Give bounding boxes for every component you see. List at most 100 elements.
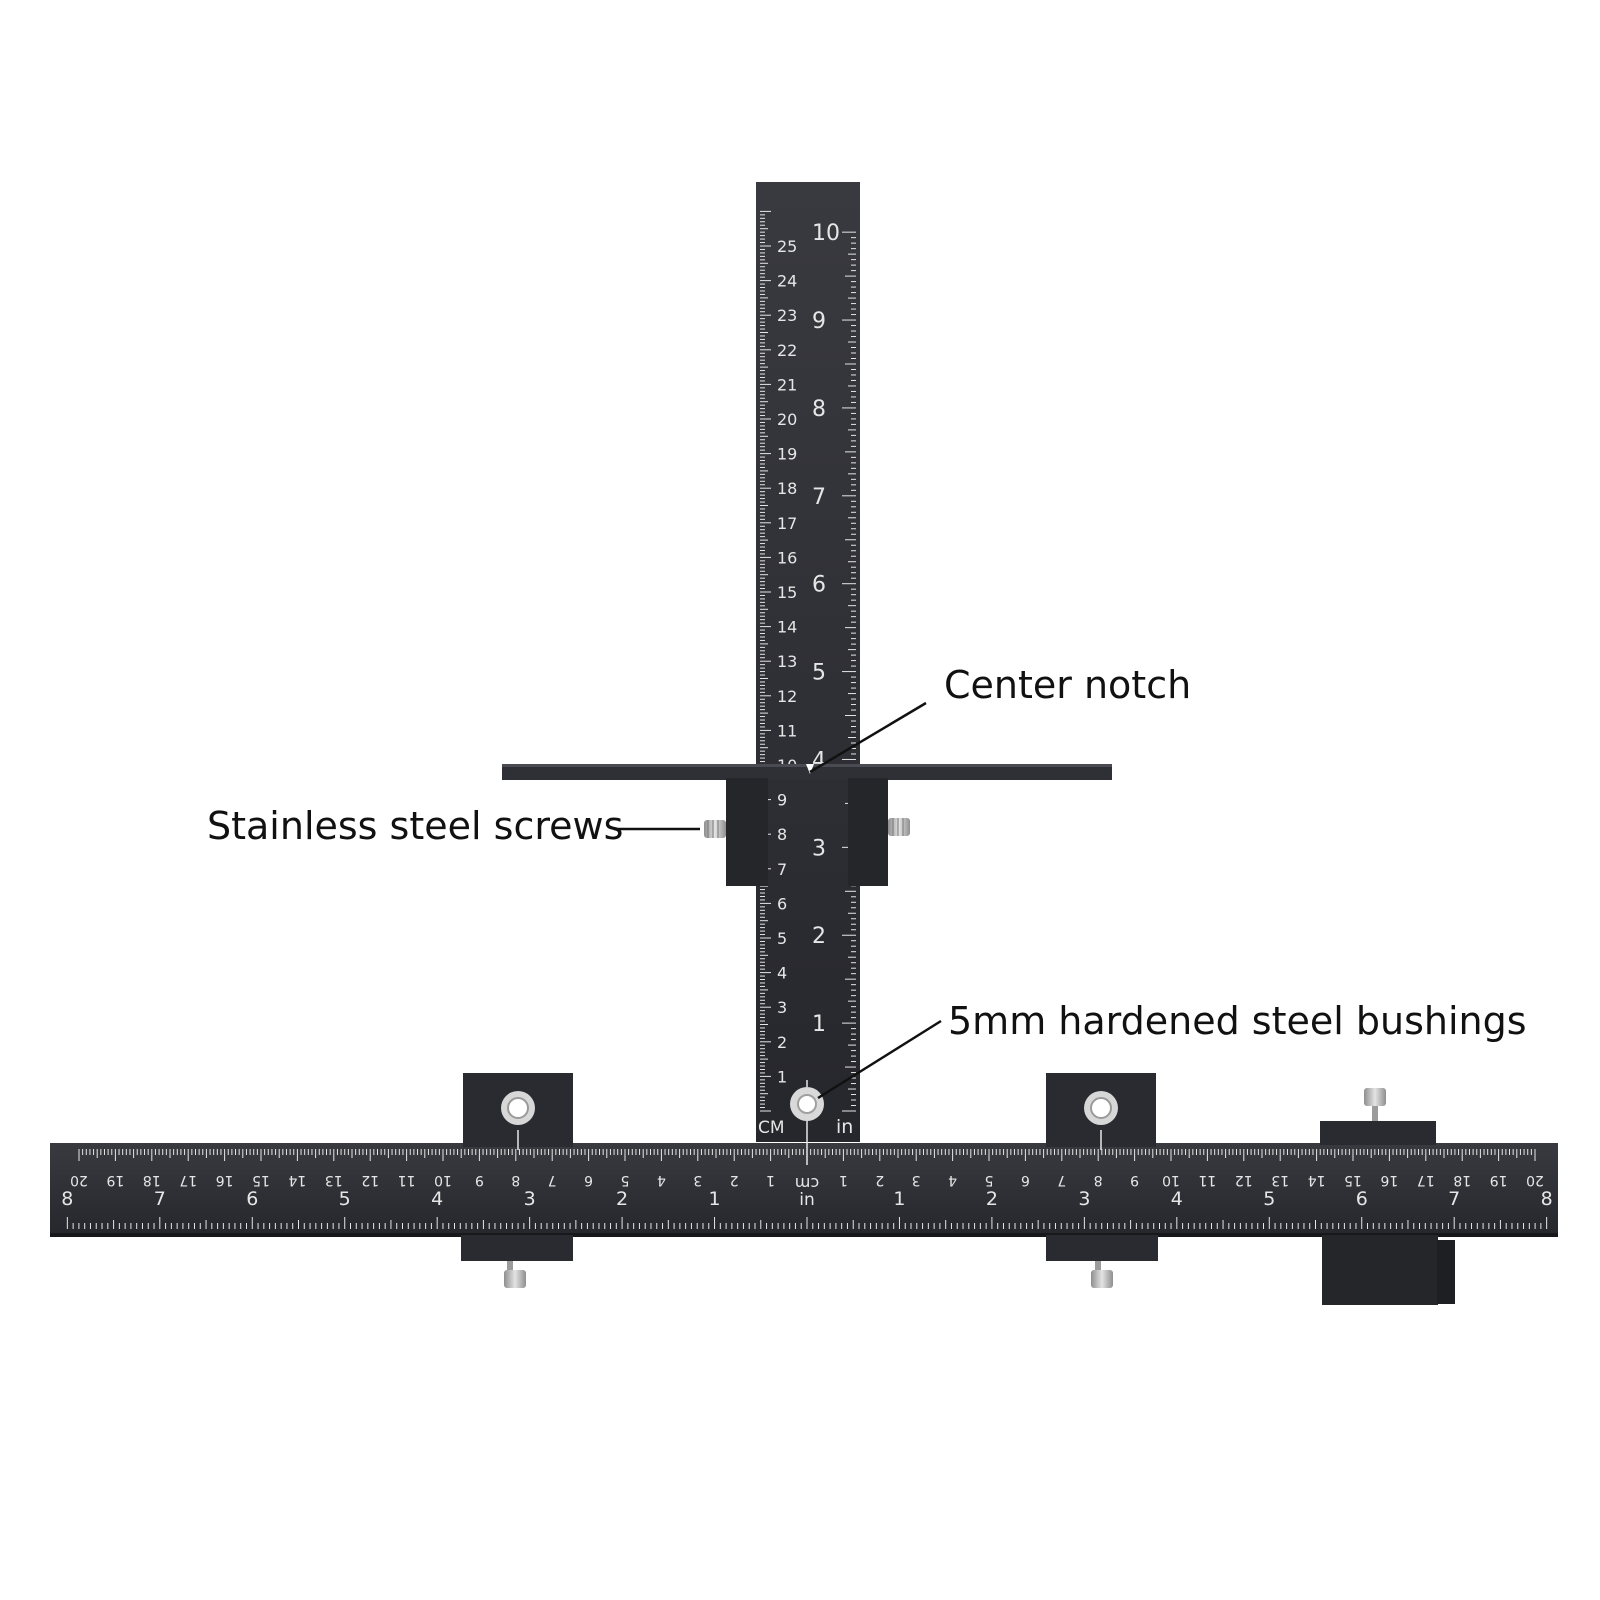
horizontal-inch-label: 1 (893, 1188, 905, 1210)
stop-block-bottom (1322, 1235, 1438, 1305)
horizontal-inch-label: 1 (708, 1188, 720, 1210)
screw-left[interactable] (704, 820, 726, 838)
screw-bottom-left[interactable] (504, 1261, 526, 1288)
horizontal-cm-label: 4 (948, 1172, 957, 1188)
vertical-cm-label: 21 (777, 375, 797, 394)
horizontal-cm-label: 5 (985, 1172, 994, 1188)
vertical-inch-unit: in (836, 1116, 853, 1138)
horizontal-cm-label: 3 (912, 1172, 921, 1188)
vertical-inch-label: 1 (812, 1012, 826, 1037)
horizontal-inch-unit: in (799, 1190, 815, 1210)
center-notch-leader (809, 701, 927, 774)
horizontal-cm-label: 6 (584, 1172, 593, 1188)
vertical-inch-label: 5 (812, 661, 826, 686)
center-crossbar (502, 764, 1112, 780)
horizontal-inch-label: 7 (154, 1188, 166, 1210)
vertical-cm-label: 24 (777, 272, 797, 291)
horizontal-cm-unit: cm (795, 1174, 819, 1193)
horizontal-cm-label: 18 (143, 1172, 161, 1188)
vertical-cm-label: 23 (777, 306, 797, 325)
horizontal-cm-label: 14 (288, 1172, 306, 1188)
vertical-cm-label: 7 (777, 860, 787, 879)
horizontal-cm-label: 5 (621, 1172, 630, 1188)
horizontal-cm-label: 20 (1526, 1172, 1544, 1188)
vertical-cm-label: 4 (777, 964, 787, 983)
horizontal-inch-label: 8 (61, 1188, 73, 1210)
stop-flap (1437, 1240, 1455, 1304)
horizontal-inch-label: 6 (1356, 1188, 1368, 1210)
stop-screw[interactable] (1364, 1088, 1386, 1121)
vertical-cm-label: 25 (777, 237, 797, 256)
vertical-ruler (756, 182, 860, 1142)
vertical-cm-label: 15 (777, 583, 797, 602)
vertical-inch-label: 9 (812, 309, 826, 334)
horizontal-inch-label: 4 (1171, 1188, 1183, 1210)
vertical-cm-label: 5 (777, 929, 787, 948)
vertical-cm-label: 11 (777, 721, 797, 740)
slider-block-right (848, 778, 888, 886)
horizontal-cm-label: 20 (70, 1172, 88, 1188)
horizontal-cm-label: 3 (693, 1172, 702, 1188)
horizontal-inch-label: 2 (986, 1188, 998, 1210)
horizontal-cm-label: 8 (511, 1172, 520, 1188)
horizontal-cm-label: 2 (730, 1172, 739, 1188)
horizontal-cm-label: 6 (1021, 1172, 1030, 1188)
vertical-cm-label: 6 (777, 894, 787, 913)
horizontal-inch-label: 3 (524, 1188, 536, 1210)
screw-bottom-right[interactable] (1091, 1261, 1113, 1288)
horizontal-inch-label: 8 (1541, 1188, 1553, 1210)
horizontal-cm-label: 7 (1057, 1172, 1066, 1188)
vertical-cm-unit: CM (758, 1118, 785, 1138)
vertical-inch-label: 2 (812, 924, 826, 949)
horizontal-cm-label: 10 (1162, 1172, 1180, 1188)
horizontal-inch-label: 2 (616, 1188, 628, 1210)
horizontal-inch-label: 4 (431, 1188, 443, 1210)
horizontal-inch-label: 5 (1263, 1188, 1275, 1210)
clamp-left (461, 1235, 573, 1261)
horizontal-cm-label: 4 (657, 1172, 666, 1188)
stop-block-top (1320, 1121, 1436, 1145)
vertical-cm-label: 1 (777, 1067, 787, 1086)
horizontal-cm-label: 12 (1235, 1172, 1253, 1188)
horizontal-cm-label: 15 (252, 1172, 270, 1188)
screw-right[interactable] (888, 818, 910, 836)
horizontal-cm-label: 12 (361, 1172, 379, 1188)
vertical-cm-label: 2 (777, 1033, 787, 1052)
callout-hardened-bushings: 5mm hardened steel bushings (948, 999, 1527, 1043)
horizontal-cm-label: 13 (325, 1172, 343, 1188)
vertical-inch-label: 7 (812, 485, 826, 510)
vertical-cm-label: 17 (777, 514, 797, 533)
horizontal-ruler-ticks (66, 1149, 1548, 1229)
horizontal-cm-label: 11 (1198, 1172, 1216, 1188)
bushings-leader (817, 1019, 942, 1100)
horizontal-cm-label: 13 (1271, 1172, 1289, 1188)
vertical-ruler-ticks (760, 210, 856, 1112)
horizontal-inch-label: 5 (339, 1188, 351, 1210)
vertical-inch-label: 10 (812, 221, 840, 246)
horizontal-cm-label: 1 (839, 1172, 848, 1188)
horizontal-cm-label: 19 (106, 1172, 124, 1188)
vertical-cm-label: 20 (777, 410, 797, 429)
clamp-right (1046, 1235, 1158, 1261)
vertical-cm-label: 9 (777, 791, 787, 810)
horizontal-inch-label: 6 (246, 1188, 258, 1210)
callout-center-notch: Center notch (944, 663, 1192, 707)
vertical-cm-label: 3 (777, 998, 787, 1017)
vertical-cm-label: 16 (777, 548, 797, 567)
horizontal-cm-label: 17 (1417, 1172, 1435, 1188)
horizontal-ruler-edge (50, 1233, 1558, 1237)
horizontal-cm-label: 7 (548, 1172, 557, 1188)
horizontal-ruler (50, 1143, 1558, 1235)
vertical-inch-label: 3 (812, 836, 826, 861)
vertical-cm-label: 18 (777, 479, 797, 498)
horizontal-cm-label: 11 (398, 1172, 416, 1188)
horizontal-cm-label: 16 (1380, 1172, 1398, 1188)
vertical-cm-label: 12 (777, 687, 797, 706)
horizontal-cm-label: 17 (179, 1172, 197, 1188)
horizontal-cm-label: 8 (1094, 1172, 1103, 1188)
horizontal-cm-label: 16 (216, 1172, 234, 1188)
vertical-cm-label: 22 (777, 341, 797, 360)
horizontal-cm-label: 19 (1490, 1172, 1508, 1188)
